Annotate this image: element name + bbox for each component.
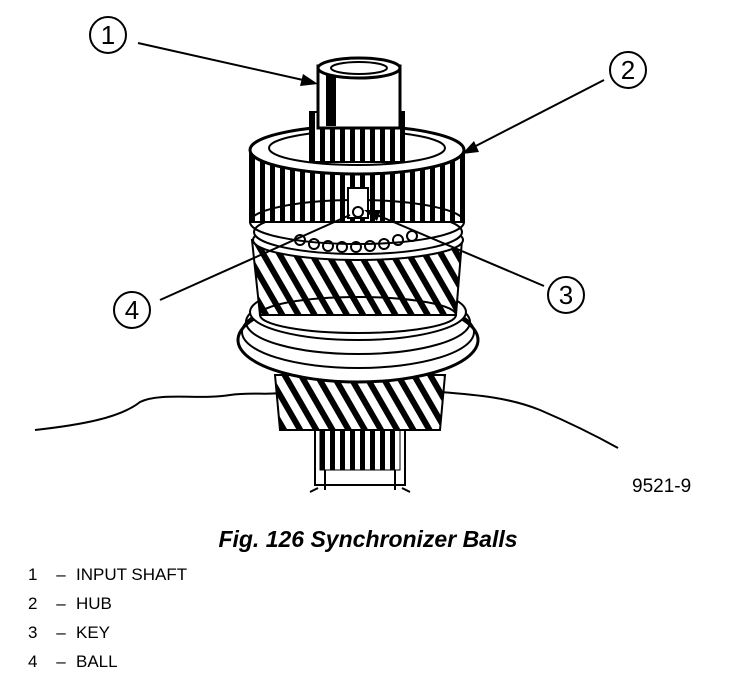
- legend-label: INPUT SHAFT: [76, 565, 188, 584]
- legend-separator: –: [56, 594, 66, 613]
- legend-item: 3–KEY: [28, 622, 187, 651]
- legend-separator: –: [56, 652, 66, 671]
- legend-item: 2–HUB: [28, 593, 187, 622]
- legend-separator: –: [56, 623, 66, 642]
- callout-3: 3: [364, 210, 585, 314]
- synchronizer-illustration: 1 2 3 4 9521-9: [34, 16, 691, 497]
- callout-4: 4: [113, 214, 351, 329]
- legend-number: 1: [28, 565, 38, 584]
- callout-1-number: 1: [101, 20, 115, 50]
- figure-caption: Fig. 126 Synchronizer Balls: [218, 526, 518, 552]
- legend-label: BALL: [76, 652, 118, 671]
- parts-legend: 1–INPUT SHAFT 2–HUB 3–KEY 4–BALL: [28, 564, 187, 680]
- support-outline: [34, 392, 281, 431]
- legend-item: 1–INPUT SHAFT: [28, 564, 187, 593]
- callout-1: 1: [89, 16, 318, 86]
- callout-3-number: 3: [559, 280, 573, 310]
- legend-number: 3: [28, 623, 38, 642]
- legend-item: 4–BALL: [28, 651, 187, 680]
- input-shaft: [309, 56, 405, 163]
- legend-label: KEY: [76, 623, 111, 642]
- callout-2: 2: [462, 51, 647, 154]
- drawing-id: 9521-9: [632, 476, 691, 497]
- callout-2-number: 2: [621, 55, 635, 85]
- legend-number: 4: [28, 652, 38, 671]
- support-outline-right: [439, 391, 619, 449]
- legend-number: 2: [28, 594, 38, 613]
- legend-label: HUB: [76, 594, 112, 613]
- callout-4-number: 4: [125, 295, 139, 325]
- legend-separator: –: [56, 565, 66, 584]
